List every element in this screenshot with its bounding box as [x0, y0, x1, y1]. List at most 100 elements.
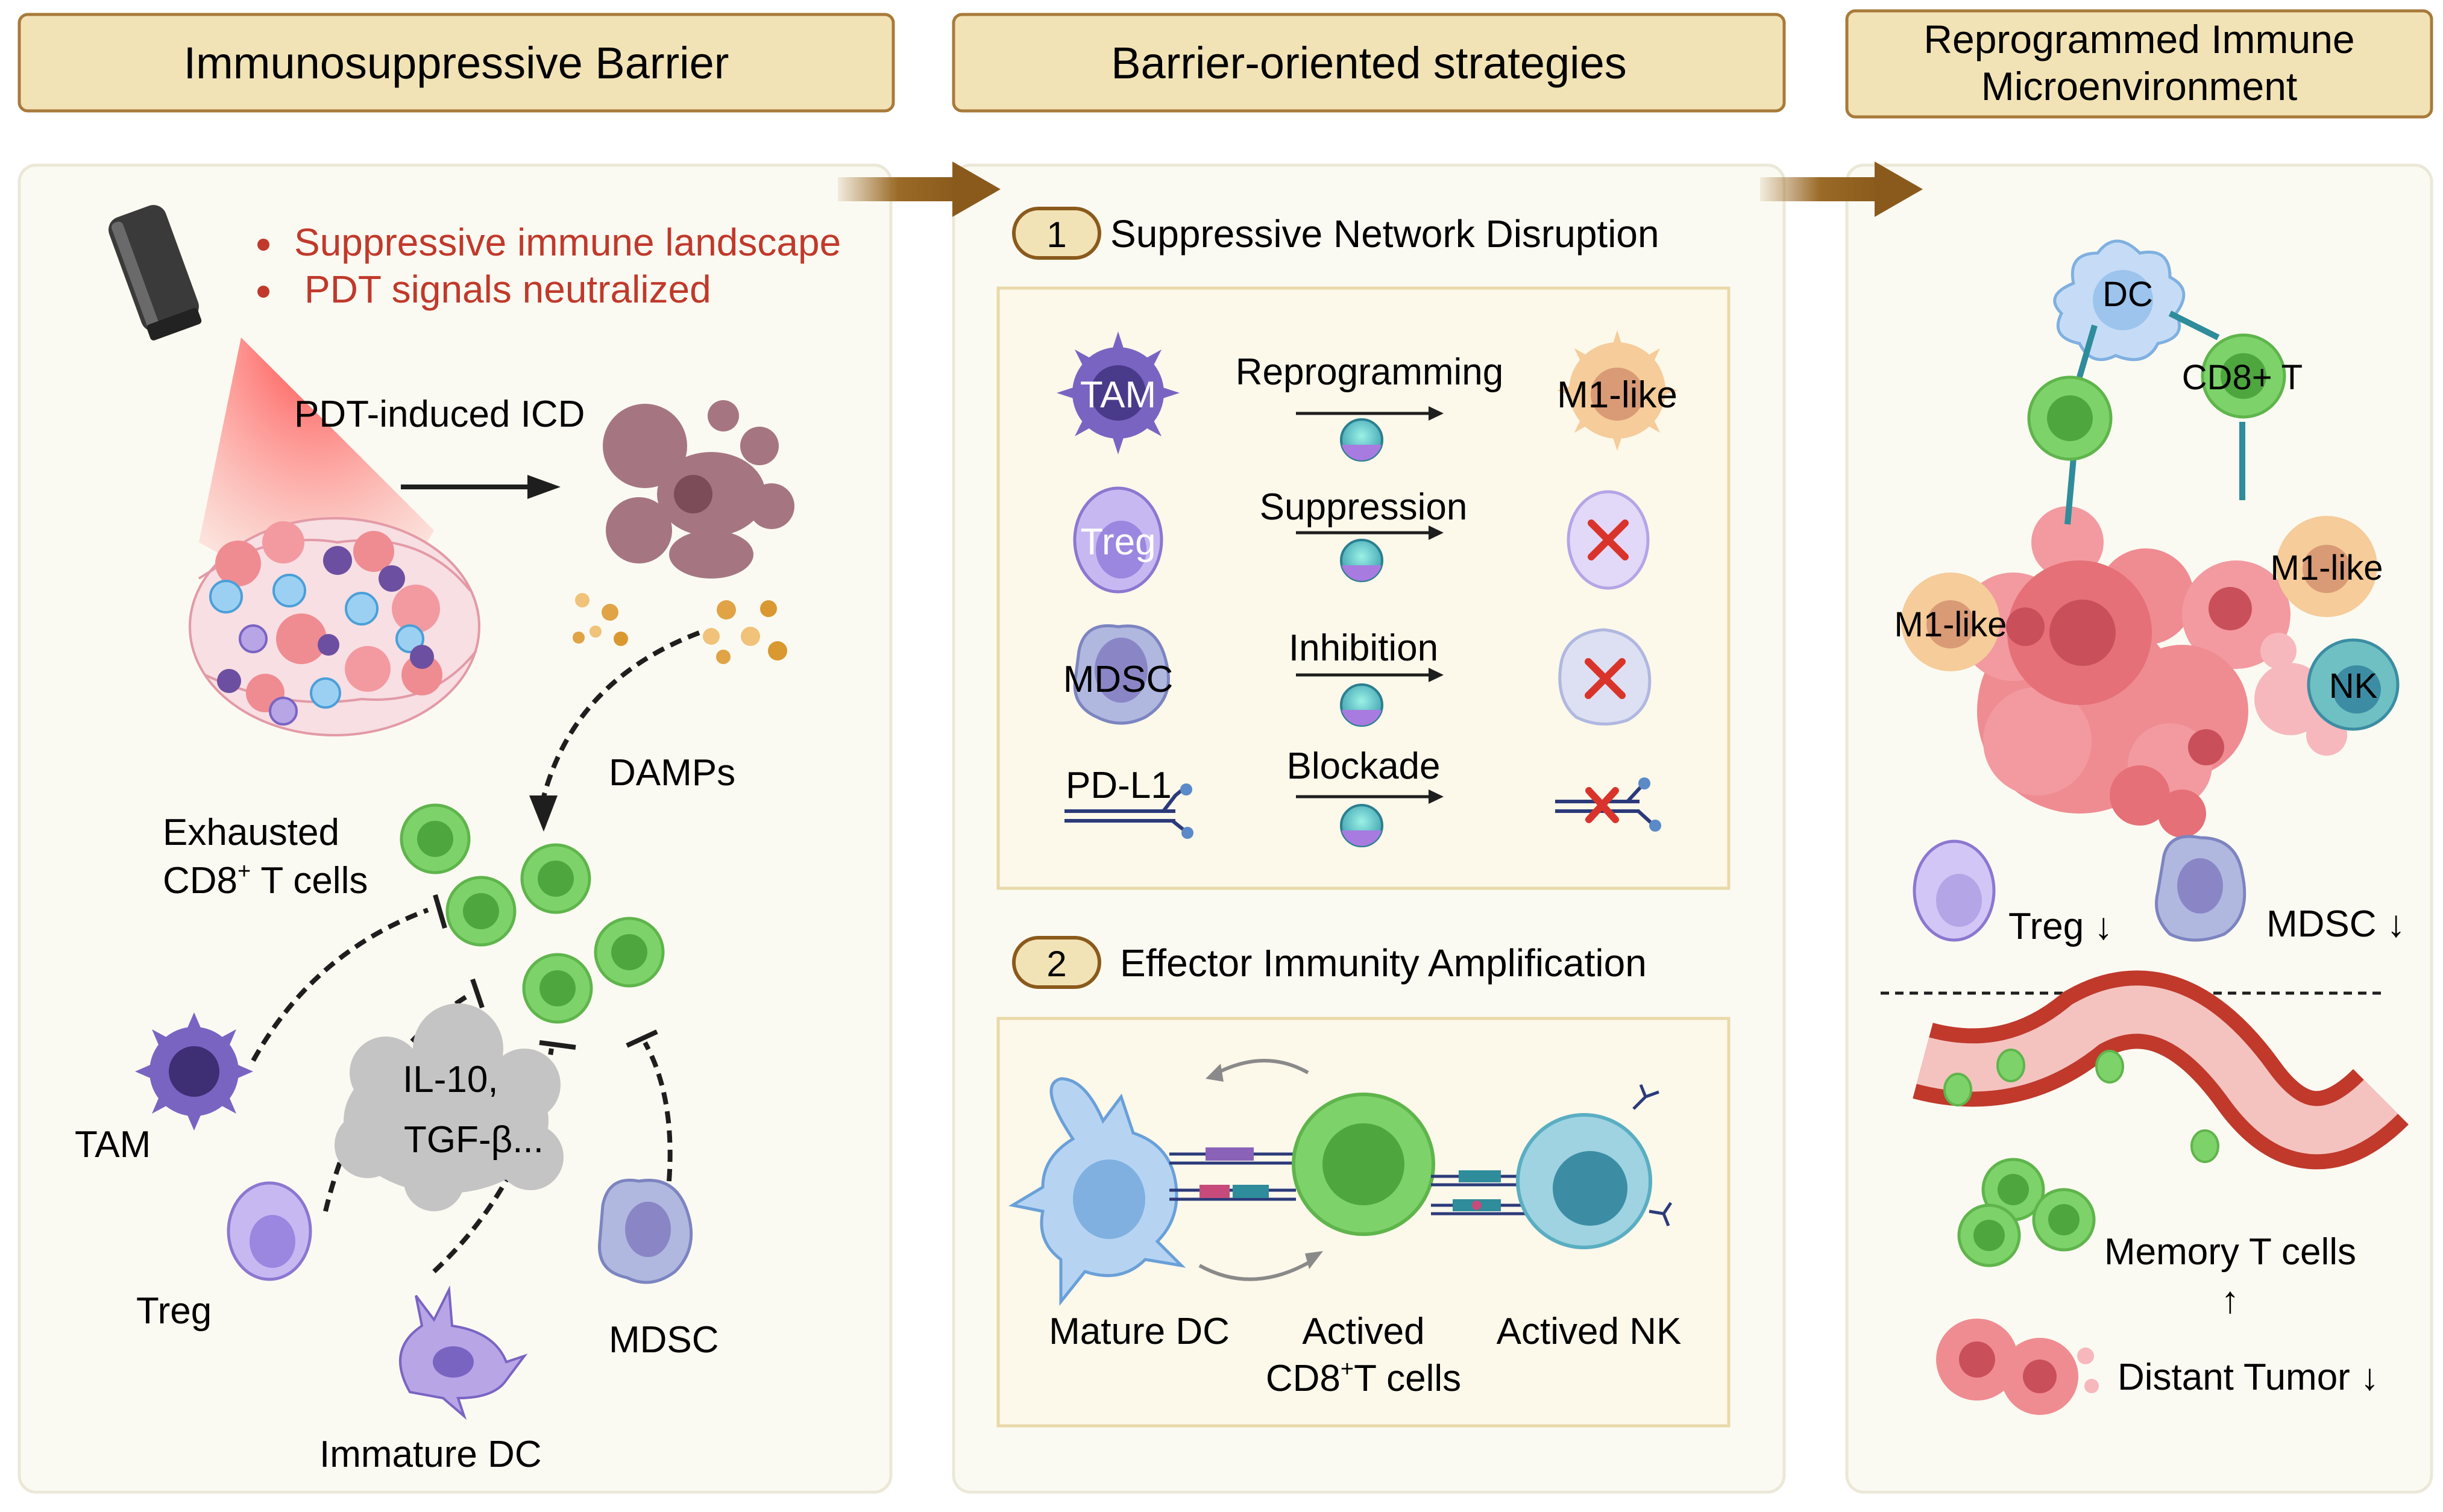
mature-dc-icon	[1008, 1077, 1186, 1307]
bullet-pdt-neutralized: PDT signals neutralized	[304, 268, 711, 311]
row3-action: Inhibition	[1289, 627, 1438, 669]
inhibition-bars	[433, 894, 658, 1050]
row2-cell-label: Treg	[1080, 521, 1155, 563]
actived-line1: Actived	[1302, 1311, 1424, 1352]
recycle-arrowhead-bottom	[1305, 1251, 1323, 1269]
right-nk-icon	[2307, 638, 2400, 731]
flow-arrow-1	[838, 162, 1001, 217]
mature-dc-label: Mature DC	[1049, 1311, 1230, 1352]
row1-nanoparticle-icon	[1340, 418, 1383, 462]
right-cd8-cell-right	[2201, 333, 2286, 419]
recycle-arrowhead-top	[1206, 1064, 1224, 1082]
recycle-arrow-bottom	[1198, 1258, 1315, 1281]
row4-blocked-pdl1-icon	[1555, 777, 1661, 832]
header-right-line1: Reprogrammed Immune	[1923, 17, 2354, 61]
right-m1-right-label: M1-like	[2271, 548, 2383, 588]
damps-arrowhead	[529, 795, 558, 832]
dc-t-synapse	[1169, 1147, 1296, 1201]
right-m1-left-label: M1-like	[1894, 605, 2007, 644]
row1-result: M1-like	[1557, 374, 1677, 416]
right-mdsc-icon	[2155, 835, 2246, 942]
tam-label: TAM	[75, 1124, 151, 1165]
cytokine-il10: IL-10,	[403, 1059, 498, 1100]
row3-eliminated-mdsc-icon	[1558, 628, 1652, 726]
row2-arrowhead	[1429, 525, 1444, 540]
right-cd8-label: CD8+ T	[2182, 358, 2303, 397]
cytokine-tgfb: TGF-β...	[404, 1119, 544, 1161]
section1-badge: 1	[1012, 207, 1101, 260]
header-right-line2: Microenvironment	[1981, 64, 2298, 108]
actived-nk-label: Actived NK	[1497, 1311, 1682, 1352]
header-barrier-strategies: Barrier-oriented strategies	[952, 13, 1786, 113]
tumor-mass-illustration	[189, 517, 480, 736]
damps-label: DAMPs	[609, 752, 735, 794]
treg-label: Treg	[136, 1290, 212, 1332]
immature-dc-icon	[399, 1285, 528, 1420]
row1-action: Reprogramming	[1236, 351, 1504, 393]
immature-dc-label: Immature DC	[319, 1434, 542, 1475]
actived-cd8-icon	[1292, 1093, 1435, 1236]
row4-nanoparticle-icon	[1340, 804, 1383, 847]
row2-treg-icon	[1073, 486, 1163, 594]
mdsc-label: MDSC	[609, 1319, 719, 1361]
x-mark-icon	[1585, 787, 1619, 823]
section1-number: 1	[1046, 215, 1066, 255]
mdsc-cell-icon	[598, 1178, 693, 1284]
actived-nk-icon	[1516, 1084, 1673, 1249]
right-treg-icon	[1913, 839, 1996, 942]
section1-title: Suppressive Network Disruption	[1110, 212, 1659, 256]
row4-cell-label: PD-L1	[1066, 765, 1172, 806]
dying-cell-debris	[603, 400, 794, 579]
right-cd8-cell-left	[2027, 375, 2113, 461]
actived-line2: CD8+T cells	[1266, 1357, 1461, 1399]
row3-cell-label: MDSC	[1063, 659, 1174, 700]
right-dc-icon	[2053, 239, 2186, 362]
row1-arrowhead	[1429, 406, 1444, 421]
pdl1-receptor-icon	[1064, 783, 1193, 839]
bullet-suppressive-landscape: Suppressive immune landscape	[294, 221, 841, 264]
damps-arrow	[540, 630, 700, 802]
t-nk-synapse	[1431, 1170, 1525, 1216]
x-mark-icon	[1588, 519, 1629, 560]
row1-cell-label: TAM	[1080, 374, 1156, 416]
header-left-text: Immunosuppressive Barrier	[184, 38, 729, 88]
distant-tumor-icon	[1936, 1319, 2099, 1415]
bullet-dot-1	[257, 239, 269, 251]
blood-vessel-illustration	[1913, 970, 2409, 1170]
exhausted-line2: CD8+ T cells	[163, 859, 368, 902]
right-dc-label: DC	[2102, 275, 2153, 314]
right-m1-right-icon	[2276, 516, 2377, 617]
memory-t-cells-icon	[1957, 1158, 2096, 1267]
section2-badge: 2	[1012, 936, 1101, 989]
row1-tam-icon	[1057, 331, 1180, 454]
right-nk-label: NK	[2329, 667, 2378, 706]
row4-arrowhead	[1429, 789, 1444, 804]
flow-arrow-2	[1760, 162, 1923, 217]
exhausted-t-cells	[400, 803, 665, 1024]
section2-title: Effector Immunity Amplification	[1120, 941, 1647, 985]
exhausted-line1: Exhausted	[163, 812, 339, 853]
section2-number: 2	[1046, 944, 1066, 984]
header-middle-text: Barrier-oriented strategies	[1111, 38, 1626, 88]
treg-cell-icon	[227, 1181, 312, 1281]
pdt-icd-label: PDT-induced ICD	[294, 394, 585, 435]
cytokine-cloud	[335, 1003, 564, 1211]
row3-arrowhead	[1429, 668, 1444, 682]
header-immunosuppressive-barrier: Immunosuppressive Barrier	[17, 13, 895, 113]
icd-arrow	[401, 475, 561, 499]
memory-up-arrow: ↑	[2221, 1279, 2240, 1321]
recycle-arrow-top	[1216, 1059, 1309, 1074]
distant-tumor-label: Distant Tumor ↓	[2118, 1357, 2379, 1398]
damps-particles	[573, 593, 787, 664]
memory-t-label: Memory T cells	[2104, 1231, 2356, 1273]
header-reprogrammed-microenvironment: Reprogrammed Immune Microenvironment	[1845, 9, 2433, 119]
row2-action: Suppression	[1260, 486, 1468, 528]
row3-nanoparticle-icon	[1340, 683, 1383, 727]
tam-cell-icon	[135, 1012, 253, 1131]
x-mark-icon	[1585, 658, 1626, 699]
bullet-dot-2	[257, 286, 269, 298]
right-treg-label: Treg ↓	[2008, 906, 2113, 947]
row1-m1-icon	[1557, 330, 1677, 451]
row3-mdsc-icon	[1073, 624, 1170, 725]
right-m1-left-icon	[1901, 572, 2000, 671]
